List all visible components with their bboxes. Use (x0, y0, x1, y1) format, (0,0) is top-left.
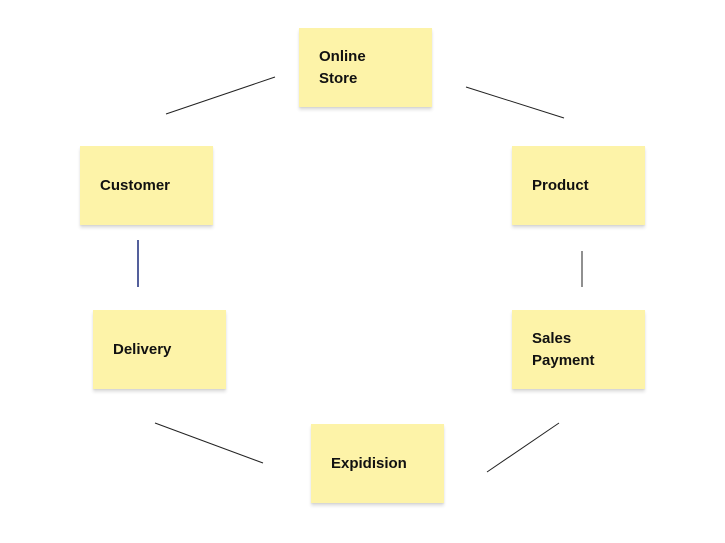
connector-online-store-customer (165, 76, 276, 115)
connector-sales-expidision (486, 422, 560, 473)
connector-delivery-expidision (154, 422, 264, 464)
sticky-note-delivery[interactable]: Delivery (93, 310, 226, 389)
sticky-note-online-store[interactable]: Online Store (299, 28, 432, 107)
connector-online-store-product (465, 86, 565, 119)
sticky-note-sales-payment[interactable]: Sales Payment (512, 310, 645, 389)
sticky-note-product[interactable]: Product (512, 146, 645, 225)
sticky-note-expidision[interactable]: Expidision (311, 424, 444, 503)
sticky-note-customer[interactable]: Customer (80, 146, 213, 225)
